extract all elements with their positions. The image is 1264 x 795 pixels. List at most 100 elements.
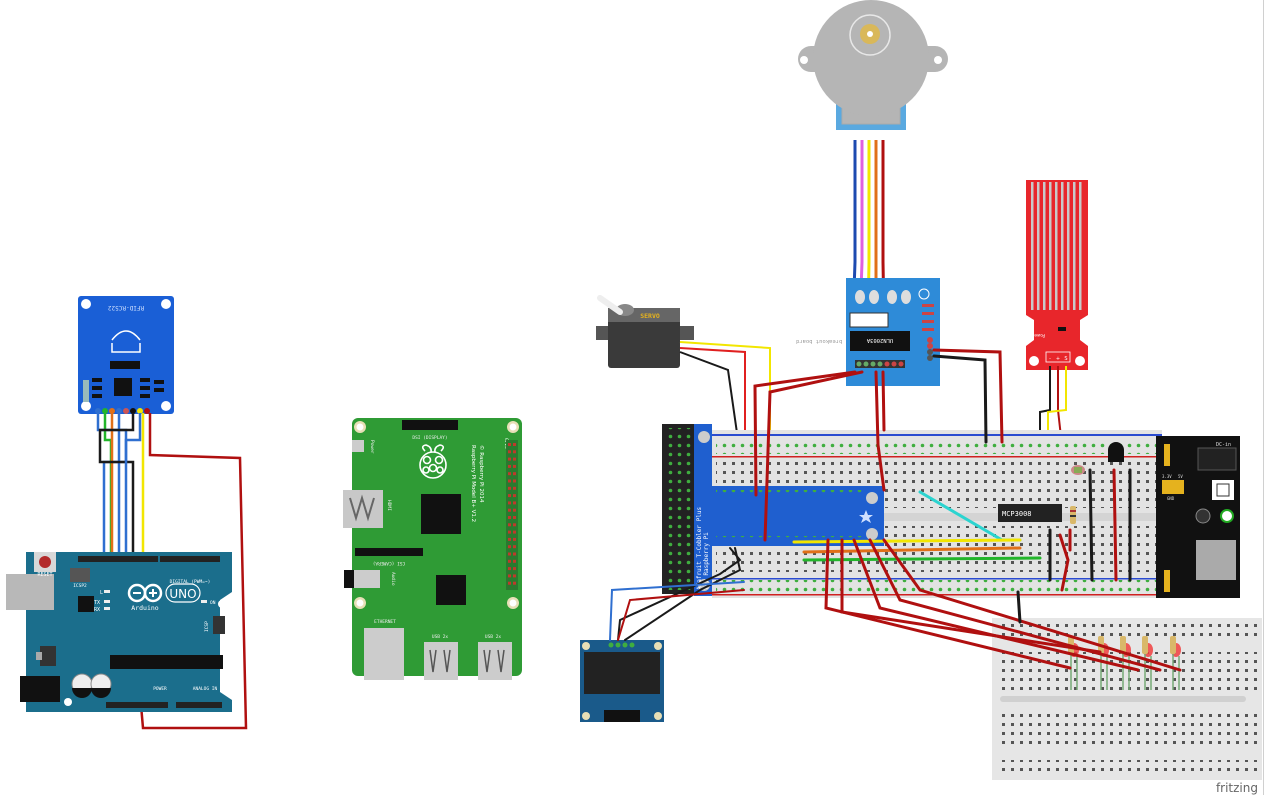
uln2003-chip xyxy=(850,331,910,351)
gpio-pin[interactable] xyxy=(513,545,516,549)
raspberry-logo xyxy=(419,444,447,479)
svg-text:ETHERNET: ETHERNET xyxy=(374,619,396,625)
icsp-header[interactable] xyxy=(213,616,225,634)
svg-text:ICSP2: ICSP2 xyxy=(73,583,87,589)
ethernet-port xyxy=(364,628,404,680)
gpio-pin[interactable] xyxy=(508,552,511,556)
gpio-pin[interactable] xyxy=(513,457,516,461)
reset-button[interactable] xyxy=(39,556,51,568)
gpio-pin[interactable] xyxy=(508,457,511,461)
gpio-pin[interactable] xyxy=(513,479,516,483)
motor-connector[interactable] xyxy=(849,312,889,328)
gpio-pin[interactable] xyxy=(513,523,516,527)
gpio-pin[interactable] xyxy=(513,494,516,498)
antenna-icon xyxy=(111,330,141,341)
servo-motor[interactable]: SERVO xyxy=(596,295,694,368)
svg-text:L: L xyxy=(100,590,103,596)
gpio-pin[interactable] xyxy=(508,472,511,476)
gpio-pin[interactable] xyxy=(508,567,511,571)
gpio-pin[interactable] xyxy=(508,537,511,541)
breadboard-power-module[interactable]: DC-in 3.3V 5V GND xyxy=(1156,436,1240,598)
gpio-pin[interactable] xyxy=(508,574,511,578)
digital-header-1[interactable] xyxy=(78,556,158,562)
gpio-pin[interactable] xyxy=(508,443,511,446)
gpio-pin[interactable] xyxy=(513,574,516,578)
gpio-pin[interactable] xyxy=(508,450,511,454)
gpio-pin[interactable] xyxy=(508,464,511,468)
resistor[interactable] xyxy=(1070,506,1076,524)
gpio-pin[interactable] xyxy=(508,501,511,505)
analog-header[interactable] xyxy=(176,702,222,708)
svg-text:HDMI: HDMI xyxy=(386,500,392,511)
water-level-sensor[interactable]: Power - + S xyxy=(1026,180,1088,370)
usb-input xyxy=(1196,540,1236,580)
gpio-pin[interactable] xyxy=(508,559,511,563)
led-leg xyxy=(1172,654,1180,690)
svg-text:DSI (DISPLAY): DSI (DISPLAY) xyxy=(412,435,447,441)
mcp3008-adc[interactable]: MCP3008 xyxy=(998,504,1062,522)
arduino-uno[interactable]: RESET ICSP2 DIGITAL (PWM=~) UNO Arduino … xyxy=(6,552,232,712)
gpio-pin[interactable] xyxy=(513,567,516,571)
gpio-pins[interactable] xyxy=(508,443,516,585)
gpio-pin[interactable] xyxy=(513,552,516,556)
rfid-label: RFID-RC522 xyxy=(108,304,145,311)
gpio-pin[interactable] xyxy=(513,501,516,505)
resistor[interactable] xyxy=(1120,636,1126,654)
oled-pins[interactable] xyxy=(608,642,635,648)
gpio-pin[interactable] xyxy=(508,494,511,498)
gpio-pin[interactable] xyxy=(513,508,516,512)
svg-text:ANALOG IN: ANALOG IN xyxy=(193,686,218,692)
svg-text:+: + xyxy=(1056,356,1060,362)
gpio-pin[interactable] xyxy=(513,450,516,454)
gpio-pin[interactable] xyxy=(513,472,516,476)
breadboard-wires xyxy=(609,348,1182,672)
atmega-chip xyxy=(110,655,223,669)
svg-text:3.3V: 3.3V xyxy=(1162,474,1172,479)
gpio-pin[interactable] xyxy=(513,581,516,585)
resistor[interactable] xyxy=(1170,636,1176,654)
gpio-pin[interactable] xyxy=(508,523,511,527)
svg-text:USB 2x: USB 2x xyxy=(432,634,449,640)
transistor[interactable] xyxy=(1108,442,1124,462)
gpio-pin[interactable] xyxy=(513,537,516,541)
power-switch[interactable] xyxy=(1212,480,1234,500)
svg-text:MCP3008: MCP3008 xyxy=(1002,510,1032,518)
digital-header-2[interactable] xyxy=(160,556,220,562)
power-header[interactable] xyxy=(106,702,168,708)
svg-text:breakout board: breakout board xyxy=(796,338,842,344)
lan-chip xyxy=(436,575,466,605)
svg-text:ULN2003A: ULN2003A xyxy=(866,337,893,343)
uln-header-right[interactable] xyxy=(927,337,933,361)
gpio-pin[interactable] xyxy=(508,530,511,534)
fritzing-watermark: fritzing xyxy=(1216,781,1258,795)
gpio-pin[interactable] xyxy=(508,516,511,519)
gpio-pin[interactable] xyxy=(513,443,516,446)
led-leg xyxy=(1070,654,1078,690)
svg-text:POWER: POWER xyxy=(153,686,167,692)
gpio-pin[interactable] xyxy=(513,516,516,519)
oled-display[interactable] xyxy=(580,640,664,722)
gpio-pin[interactable] xyxy=(513,559,516,563)
rfid-module[interactable]: RFID-RC522 xyxy=(78,296,174,414)
svg-text:S: S xyxy=(1064,356,1067,362)
resistor[interactable] xyxy=(1142,636,1148,654)
dc-in-jack xyxy=(1197,447,1237,471)
gpio-pin[interactable] xyxy=(513,530,516,534)
stepper-motor[interactable] xyxy=(798,0,948,130)
gpio-pin[interactable] xyxy=(508,479,511,483)
photoresistor[interactable] xyxy=(1071,465,1085,475)
uln2003-driver-board[interactable]: breakout board ULN2003A xyxy=(796,278,940,386)
gpio-pin[interactable] xyxy=(513,464,516,468)
gpio-pin[interactable] xyxy=(513,486,516,490)
svg-text:CSI (CAMERA): CSI (CAMERA) xyxy=(373,560,406,566)
wire-green xyxy=(103,413,113,556)
svg-text:DC-in: DC-in xyxy=(1216,442,1231,448)
gpio-pin[interactable] xyxy=(508,508,511,512)
usb-port-1 xyxy=(424,642,458,680)
gpio-pin[interactable] xyxy=(508,581,511,585)
uln-input-header[interactable] xyxy=(855,360,905,368)
rfid-pins[interactable] xyxy=(95,408,150,414)
gpio-pin[interactable] xyxy=(508,545,511,549)
gpio-pin[interactable] xyxy=(508,486,511,490)
raspberry-pi-b-plus[interactable]: DSI (DISPLAY) Power Raspberry Pi Model B… xyxy=(343,418,522,680)
